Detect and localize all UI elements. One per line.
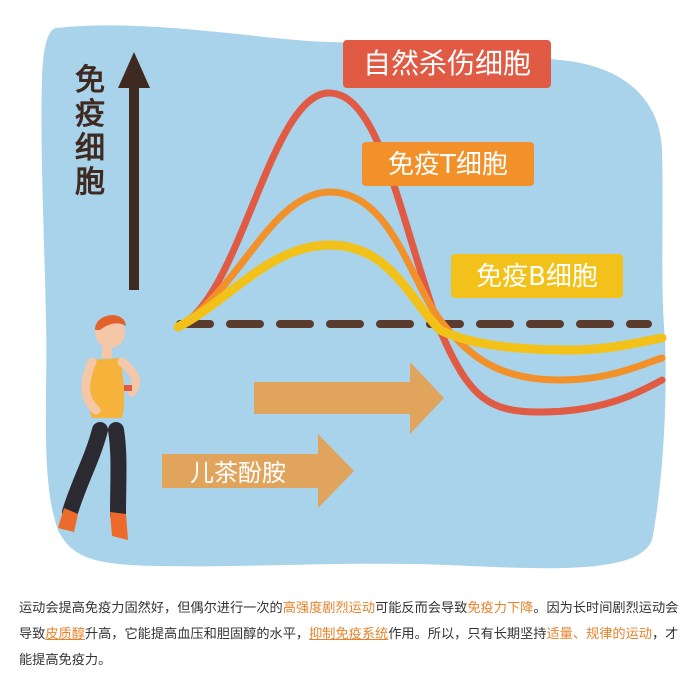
- highlight-suppress-immune: 抑制免疫系统: [309, 627, 389, 642]
- svg-text:自然杀伤细胞: 自然杀伤细胞: [363, 47, 531, 80]
- immune-response-diagram: 免疫细胞 自然杀伤细胞 免疫T细胞 免疫B细胞 儿茶酚胺: [41, 25, 667, 569]
- caption-part-5: 作用。所以，只有长期坚持: [388, 627, 547, 642]
- catecholamine-arrow: 儿茶酚胺: [162, 434, 354, 508]
- nk-cell-label: 自然杀伤细胞: [343, 40, 551, 88]
- t-cell-label: 免疫T细胞: [362, 142, 534, 186]
- y-axis-arrow: [118, 52, 150, 290]
- caption-part-2: 可能反而会导致: [375, 601, 468, 616]
- b-cell-curve: [173, 240, 667, 355]
- caption-text: 运动会提高免疫力固然好，但偶尔进行一次的高强度剧烈运动可能反而会导致免疫力下降。…: [19, 596, 683, 674]
- svg-text:免疫T细胞: 免疫T细胞: [388, 150, 508, 180]
- highlight-intense-exercise: 高强度剧烈运动: [282, 601, 376, 616]
- caption-part-1: 运动会提高免疫力固然好，但偶尔进行一次的: [19, 601, 283, 616]
- b-cell-label: 免疫B细胞: [451, 254, 623, 298]
- caption-part-4: 升高，它能提高血压和胆固醇的水平，: [84, 627, 310, 642]
- svg-text:免疫B细胞: 免疫B细胞: [476, 262, 598, 292]
- nk-cell-curve: [174, 89, 666, 416]
- upper-arrow: [254, 362, 444, 434]
- runner-figure: [58, 315, 141, 540]
- t-cell-curve: [174, 188, 666, 384]
- highlight-immunity-decline: 免疫力下降: [467, 601, 534, 616]
- svg-text:儿茶酚胺: 儿茶酚胺: [190, 459, 286, 487]
- y-axis-label: 免疫细胞: [75, 63, 105, 200]
- caption-part-3: 。因为长时间剧烈运动会导致: [19, 601, 679, 642]
- caption-part-6: ，才能提高免疫力。: [19, 627, 679, 668]
- highlight-moderate-exercise: 适量、规律的运动: [546, 627, 653, 642]
- highlight-cortisol: 皮质醇: [45, 627, 85, 642]
